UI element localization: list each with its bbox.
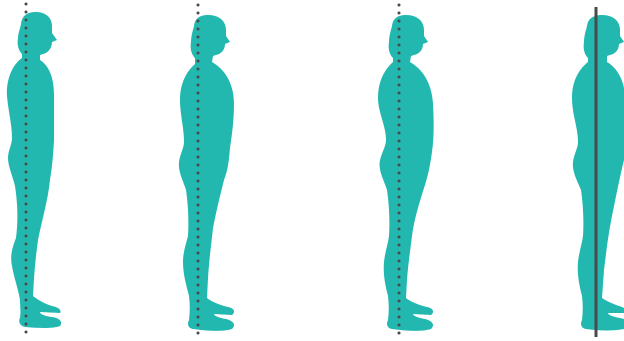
posture-figure-2 [179,5,234,338]
posture-silhouette-icon [572,15,624,331]
posture-silhouette-icon [179,15,234,331]
posture-silhouette-icon [378,15,434,331]
posture-figure-3 [378,5,434,338]
posture-figure-1 [7,4,61,338]
posture-figure-4 [572,7,624,337]
posture-silhouette-icon [7,12,61,328]
